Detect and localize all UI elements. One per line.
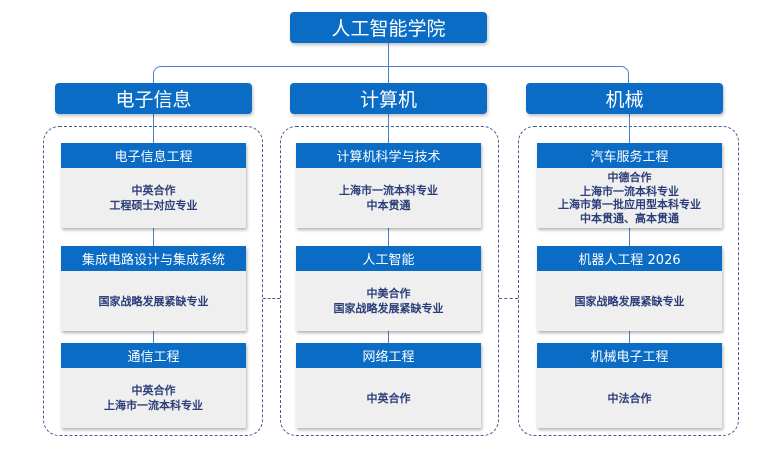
major-note: 工程硕士对应专业 (109, 199, 198, 212)
major-note: 中英合作 (131, 384, 176, 397)
major-note: 上海市一流本科专业 (580, 184, 679, 198)
major-notes: 中英合作 (296, 368, 481, 428)
major-note: 中英合作 (366, 391, 411, 405)
major-notes: 上海市一流本科专业中本贯通 (296, 168, 481, 228)
major-title: 人工智能 (296, 246, 481, 271)
major-title: 网络工程 (296, 343, 481, 368)
dashed-connector (263, 298, 280, 299)
major-note: 国家战略发展紧缺专业 (333, 302, 444, 315)
department-group (518, 126, 739, 436)
major-note: 中英合作 (131, 184, 176, 197)
major-card: 网络工程 中英合作 (296, 343, 481, 428)
major-note: 中德合作 (607, 171, 652, 184)
major-note: 上海市第一批应用型本科专业 (558, 198, 701, 211)
major-note: 中美合作 (366, 287, 411, 300)
connector (388, 43, 389, 83)
major-title: 计算机科学与技术 (296, 143, 481, 168)
major-title: 机器人工程 2026 (537, 246, 722, 271)
connector (388, 114, 389, 354)
major-card: 人工智能 中美合作国家战略发展紧缺专业 (296, 246, 481, 331)
connector (629, 114, 630, 354)
major-title: 电子信息工程 (61, 143, 246, 168)
major-notes: 中英合作上海市一流本科专业 (61, 368, 246, 428)
major-notes: 国家战略发展紧缺专业 (537, 271, 722, 331)
major-title: 通信工程 (61, 343, 246, 368)
major-card: 机械电子工程 中法合作 (537, 343, 722, 428)
major-card: 机器人工程 2026 国家战略发展紧缺专业 (537, 246, 722, 331)
department-node: 计算机 (290, 83, 487, 114)
major-card: 通信工程 中英合作上海市一流本科专业 (61, 343, 246, 428)
major-note: 上海市一流本科专业 (104, 399, 203, 412)
department-node: 机械 (526, 83, 723, 114)
connector (153, 114, 154, 354)
department-node: 电子信息 (55, 83, 252, 114)
major-title: 汽车服务工程 (537, 143, 722, 168)
major-note: 中本贯通、高本贯通 (580, 211, 679, 225)
major-notes: 中美合作国家战略发展紧缺专业 (296, 271, 481, 331)
root-node-college: 人工智能学院 (290, 12, 487, 43)
major-notes: 中英合作工程硕士对应专业 (61, 168, 246, 228)
major-note: 上海市一流本科专业 (339, 184, 438, 197)
major-notes: 中德合作上海市一流本科专业上海市第一批应用型本科专业中本贯通、高本贯通 (537, 168, 722, 228)
major-card: 汽车服务工程 中德合作上海市一流本科专业上海市第一批应用型本科专业中本贯通、高本… (537, 143, 722, 228)
major-title: 集成电路设计与集成系统 (61, 246, 246, 271)
major-title: 机械电子工程 (537, 343, 722, 368)
major-notes: 国家战略发展紧缺专业 (61, 271, 246, 331)
dashed-connector (499, 298, 518, 299)
major-card: 集成电路设计与集成系统 国家战略发展紧缺专业 (61, 246, 246, 331)
department-group (280, 126, 499, 436)
major-card: 电子信息工程 中英合作工程硕士对应专业 (61, 143, 246, 228)
major-card: 计算机科学与技术 上海市一流本科专业中本贯通 (296, 143, 481, 228)
major-note: 中本贯通 (366, 199, 411, 212)
major-note: 国家战略发展紧缺专业 (574, 294, 685, 308)
connector-bar (153, 66, 629, 84)
major-note: 中法合作 (607, 391, 652, 405)
major-notes: 中法合作 (537, 368, 722, 428)
major-note: 国家战略发展紧缺专业 (98, 294, 209, 308)
